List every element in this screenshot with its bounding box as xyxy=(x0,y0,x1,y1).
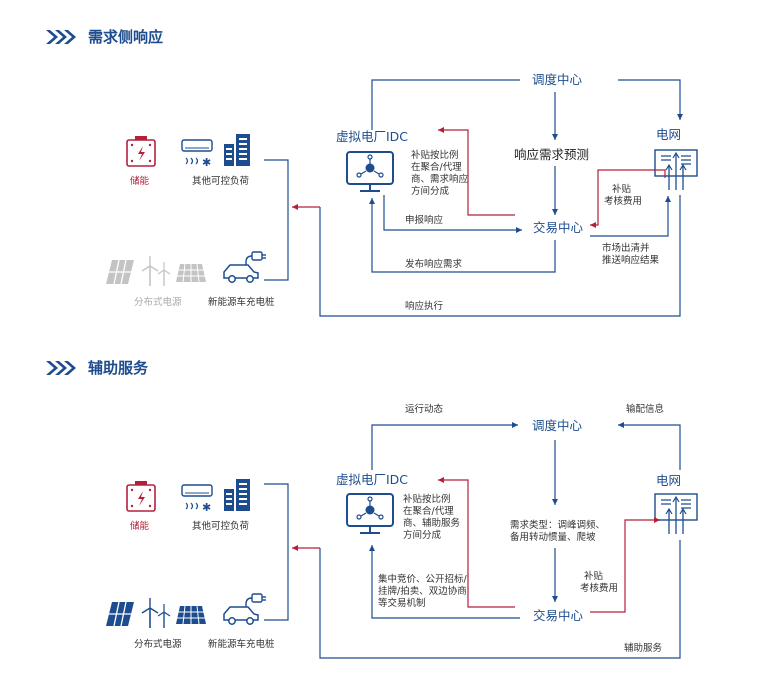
subsidy-split-label: 补贴按比例 在聚合/代理 商、需求响应 方间分成 xyxy=(411,149,471,197)
transmission-arrow xyxy=(618,422,681,470)
pv-panel-icon xyxy=(175,263,207,283)
resources-bracket xyxy=(264,483,289,621)
declare-arrow xyxy=(383,195,522,233)
solar-panel-icon xyxy=(105,259,135,285)
building-icon xyxy=(224,479,250,511)
ev-charger-icon xyxy=(223,251,267,283)
subsidy-split-label: 补贴按比例 在聚合/代理 商、辅助服务 方间分成 xyxy=(403,493,463,541)
exchange-title: 交易中心 xyxy=(533,220,584,235)
vpp-monitor-icon xyxy=(346,493,394,534)
dispatch-title: 调度中心 xyxy=(532,72,583,87)
transmission-label: 输配信息 xyxy=(626,403,664,415)
section-chevron-icon xyxy=(46,361,76,375)
grid-title: 电网 xyxy=(656,473,681,488)
pv-panel-icon xyxy=(175,605,207,625)
power-grid-icon xyxy=(654,493,698,535)
operation-label: 运行动态 xyxy=(405,403,444,415)
ev-label: 新能源车充电桩 xyxy=(208,638,275,650)
resources-bracket xyxy=(264,159,289,281)
subsidy-split-arrow xyxy=(438,477,515,608)
section-title: 需求侧响应 xyxy=(88,28,163,46)
trade-methods-label: 集中竞价、公开招标/ 挂牌/拍卖、双边协商 等交易机制 xyxy=(378,573,470,609)
trade-method-arrow xyxy=(369,545,520,619)
ev-charger-icon xyxy=(223,593,267,625)
subsidy-fee-arrow-1 xyxy=(590,169,666,228)
aux-service-label: 辅助服务 xyxy=(624,642,663,654)
solar-panel-icon xyxy=(105,601,135,627)
battery-storage-icon xyxy=(126,135,156,167)
storage-label: 储能 xyxy=(130,175,150,187)
aux-service-line xyxy=(319,540,681,659)
subsidy-fee-label: 补贴 考核费用 xyxy=(604,183,642,207)
dispatch-title: 调度中心 xyxy=(532,418,583,433)
wind-turbine-icon xyxy=(141,255,171,287)
section-auxiliary-services: 辅助服务 储能 其他可控负荷 分布式电源 新能源车充电桩 虚拟电厂IDC 调度中… xyxy=(46,359,698,659)
loads-label: 其他可控负荷 xyxy=(192,175,250,187)
execute-label: 响应执行 xyxy=(405,300,444,312)
clearing-label: 市场出清并 推送响应结果 xyxy=(602,242,660,266)
building-icon xyxy=(224,134,250,166)
subsidy-split-arrow xyxy=(438,127,515,216)
operation-arrow xyxy=(371,422,518,470)
section-demand-response: 需求侧响应 储能 其他可控负荷 分布式电源 新能源车充电桩 虚拟电厂IDC 调度… xyxy=(46,28,698,317)
publish-arrow xyxy=(369,198,556,273)
clearing-arrow xyxy=(590,196,671,237)
distributed-label: 分布式电源 xyxy=(134,296,182,308)
demand-type-label: 需求类型：调峰调频、 备用转动惯量、爬坡 xyxy=(510,519,608,543)
exchange-title: 交易中心 xyxy=(533,608,584,623)
distributed-label: 分布式电源 xyxy=(134,638,182,650)
vpp-title: 虚拟电厂IDC xyxy=(336,129,408,144)
battery-storage-icon xyxy=(126,480,156,512)
section-title: 辅助服务 xyxy=(88,359,149,377)
vpp-title: 虚拟电厂IDC xyxy=(336,472,408,487)
declare-label: 申报响应 xyxy=(405,214,444,226)
grid-title: 电网 xyxy=(656,127,681,142)
air-conditioner-icon xyxy=(181,139,213,170)
storage-label: 储能 xyxy=(130,520,150,532)
execute-line xyxy=(319,195,681,317)
subsidy-fee-arrow xyxy=(590,517,660,613)
dispatch-grid-arrow xyxy=(618,79,683,120)
section-chevron-icon xyxy=(46,30,76,44)
loads-label: 其他可控负荷 xyxy=(192,520,250,532)
ev-label: 新能源车充电桩 xyxy=(208,296,275,308)
forecast-title: 响应需求预测 xyxy=(514,147,589,162)
dispatch-vpp-line xyxy=(371,79,520,130)
publish-label: 发布响应需求 xyxy=(405,258,463,270)
subsidy-fee-label: 补贴 考核费用 xyxy=(580,570,618,594)
wind-turbine-icon xyxy=(141,597,171,629)
air-conditioner-icon xyxy=(181,484,213,515)
vpp-monitor-icon xyxy=(346,151,394,192)
